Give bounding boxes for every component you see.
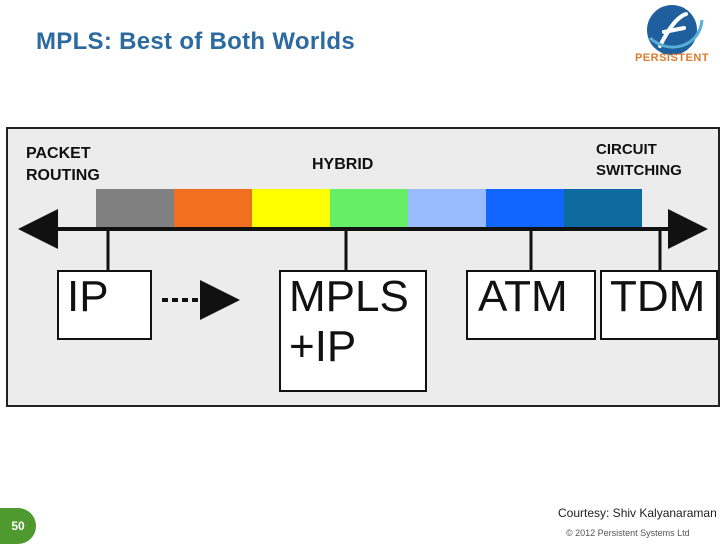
spectrum-segment-3 bbox=[252, 189, 330, 227]
page-number-badge: 50 bbox=[0, 508, 36, 544]
spectrum-bar bbox=[96, 189, 642, 227]
packet-routing-label: PACKET ROUTING bbox=[26, 143, 100, 187]
circuit-label: CIRCUIT bbox=[596, 141, 657, 158]
spectrum-segment-4 bbox=[330, 189, 408, 227]
packet-label: PACKET bbox=[26, 145, 91, 162]
ip-box: IP bbox=[57, 270, 152, 340]
spectrum-segment-7 bbox=[564, 189, 642, 227]
plus-ip-label: +IP bbox=[289, 322, 357, 371]
logo-text: PERSISTENT bbox=[634, 52, 710, 64]
slide-title: MPLS: Best of Both Worlds bbox=[36, 28, 356, 55]
tdm-label: TDM bbox=[610, 272, 706, 321]
copyright-text: © 2012 Persistent Systems Ltd bbox=[566, 528, 690, 538]
routing-label: ROUTING bbox=[26, 167, 100, 184]
atm-box: ATM bbox=[466, 270, 596, 340]
spectrum-segment-6 bbox=[486, 189, 564, 227]
spectrum-segment-2 bbox=[174, 189, 252, 227]
spectrum-segment-1 bbox=[96, 189, 174, 227]
circuit-switching-label: CIRCUIT SWITCHING bbox=[596, 139, 682, 181]
switching-label: SWITCHING bbox=[596, 162, 682, 179]
hybrid-label: HYBRID bbox=[312, 156, 374, 173]
tdm-box: TDM bbox=[600, 270, 718, 340]
logo-mark bbox=[658, 12, 688, 48]
persistent-logo bbox=[647, 5, 704, 55]
spectrum-segment-5 bbox=[408, 189, 486, 227]
atm-label: ATM bbox=[478, 272, 568, 321]
courtesy-text: Courtesy: Shiv Kalyanaraman bbox=[558, 506, 717, 520]
logo-swoosh bbox=[648, 19, 704, 49]
mpls-ip-box: MPLS +IP bbox=[279, 270, 427, 392]
ip-label: IP bbox=[67, 272, 109, 321]
mpls-label: MPLS bbox=[289, 272, 409, 321]
